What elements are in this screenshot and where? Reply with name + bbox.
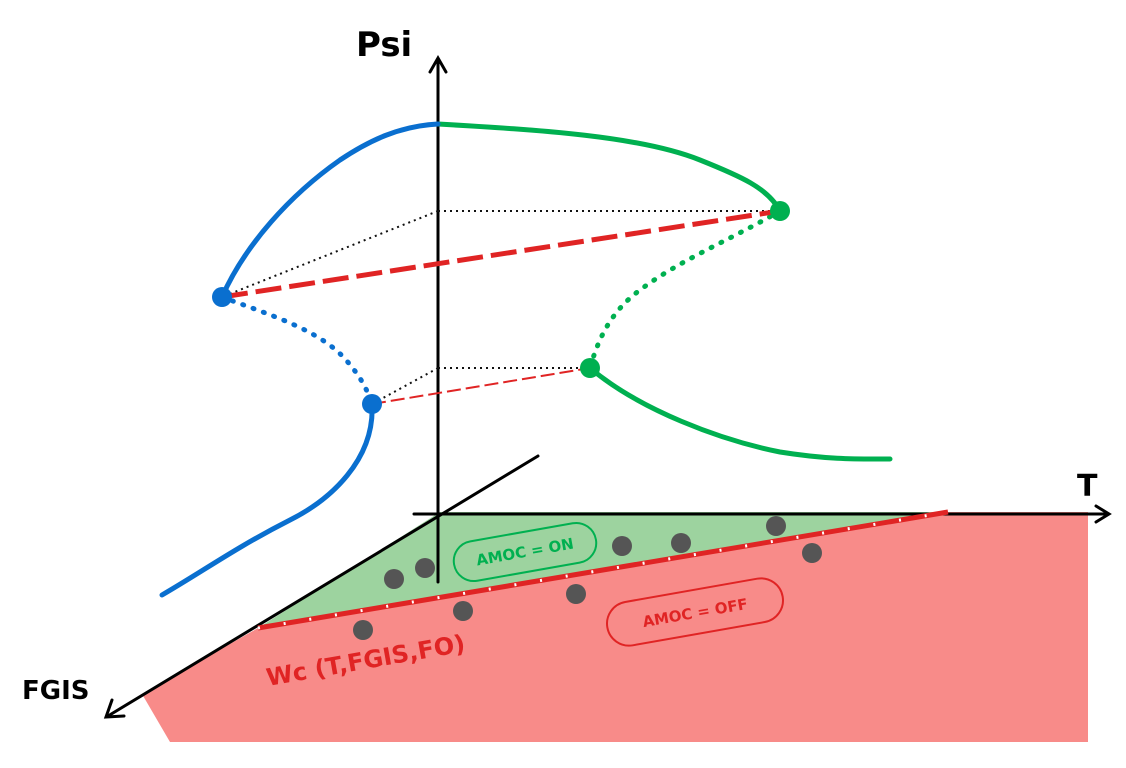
psi-axis-arrow <box>428 54 448 74</box>
fgis-axis <box>106 454 540 718</box>
sample-point <box>566 584 586 604</box>
amoc-off-region <box>142 512 1088 742</box>
sample-point <box>612 536 632 556</box>
off-branch-unstable <box>219 294 375 407</box>
on-branch-stable-lower <box>587 365 893 462</box>
t-axis-label: T <box>1077 469 1098 504</box>
sample-point <box>353 620 373 640</box>
projection-lines <box>221 210 780 405</box>
off-branch-stable-upper <box>219 121 441 300</box>
upper-off-tipping-point <box>212 287 232 307</box>
upper-projection-diagonal <box>221 210 439 298</box>
axes <box>103 54 1112 719</box>
on-branch-stable-upper <box>435 121 783 214</box>
lower-tipping-connector <box>371 367 591 405</box>
upper-tipping-connector <box>221 208 781 300</box>
sample-point <box>415 558 435 578</box>
fgis-axis-label: FGIS <box>22 676 90 706</box>
lower-on-tipping-point <box>580 358 600 378</box>
upper-on-tipping-point <box>770 201 790 221</box>
sample-point <box>802 543 822 563</box>
sample-point <box>384 569 404 589</box>
lower-projection-diagonal <box>371 367 439 405</box>
lower-off-tipping-point <box>362 394 382 414</box>
sample-points <box>353 516 822 640</box>
sample-point <box>671 533 691 553</box>
fgis-axis-arrow <box>103 698 126 719</box>
sample-point <box>766 516 786 536</box>
on-branch-unstable <box>587 208 783 371</box>
threshold-line-red <box>257 509 949 631</box>
off-branch-stable-lower <box>159 401 375 598</box>
t-axis-arrow <box>1094 504 1112 524</box>
sample-point <box>453 601 473 621</box>
psi-axis-label: Psi <box>356 25 412 65</box>
